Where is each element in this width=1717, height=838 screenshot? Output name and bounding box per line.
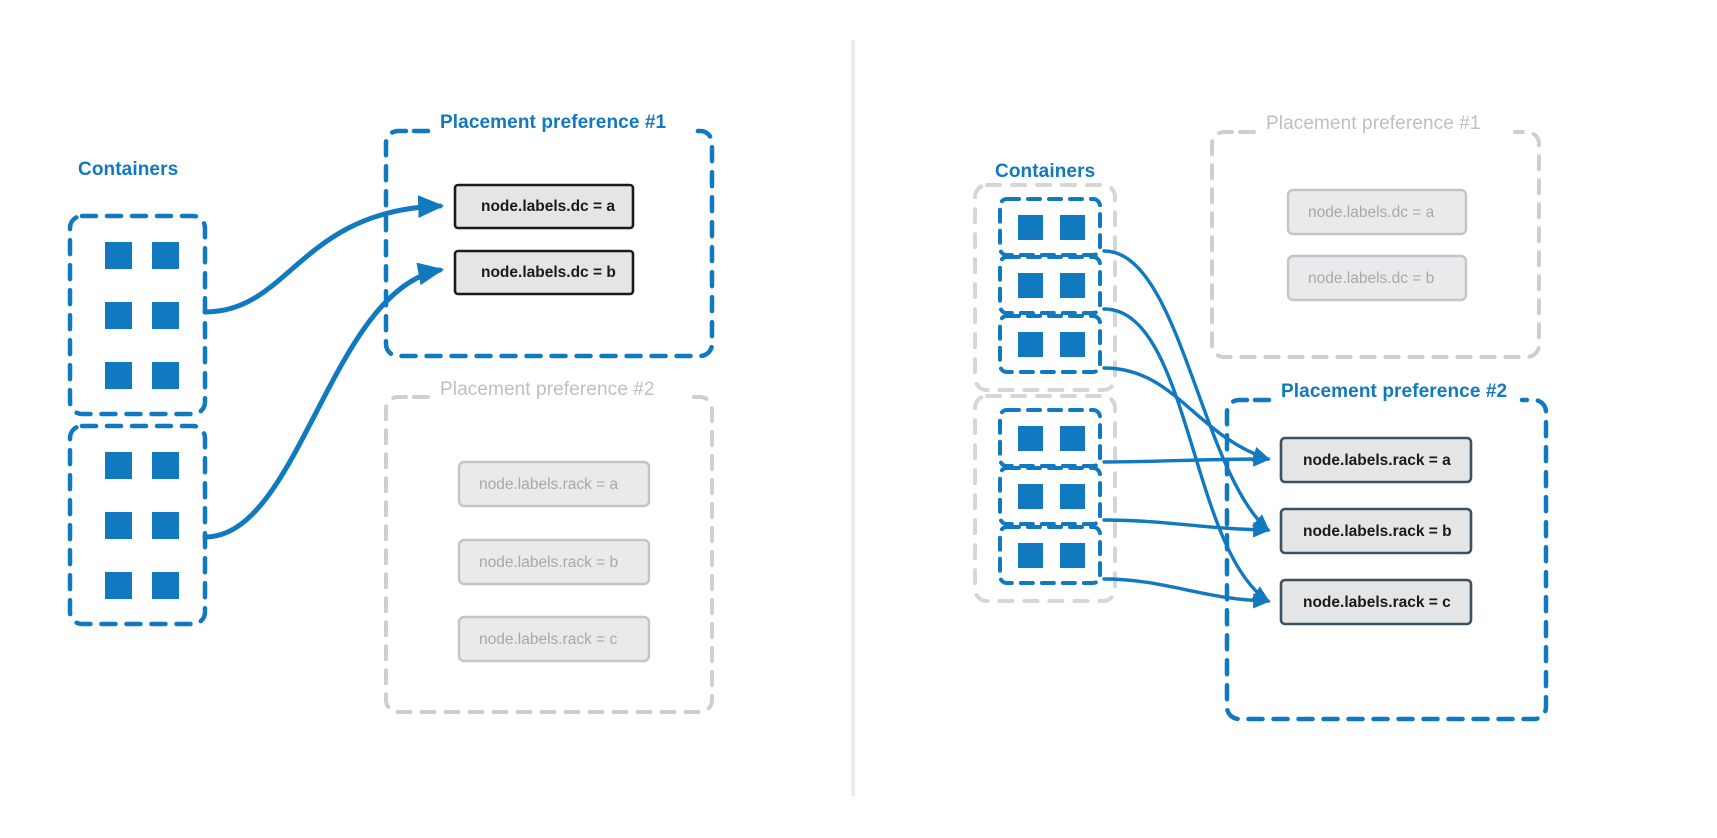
- right-chip-dc-a-label: node.labels.dc = a: [1308, 204, 1435, 221]
- right-preference-2-frame: [1224, 397, 1549, 722]
- left-preference-2-frame: [384, 395, 714, 714]
- left-chip-rack-b-label: node.labels.rack = b: [479, 554, 619, 571]
- right-arrow-g2s1-to-rack-a: [1102, 451, 1271, 467]
- left-preference-1-title: Placement preference #1: [440, 112, 667, 133]
- left-chip-dc-a[interactable]: [453, 183, 635, 230]
- right-subgroup-1-2: [998, 255, 1102, 315]
- left-container-group-1: [67, 213, 208, 417]
- left-containers-label: Containers: [78, 159, 179, 180]
- right-chip-rack-b[interactable]: [1279, 507, 1473, 555]
- left-chip-dc-b-label: node.labels.dc = b: [481, 264, 616, 281]
- right-subgroup-2-3: [998, 525, 1102, 585]
- right-preference-1-title: Placement preference #1: [1266, 113, 1481, 134]
- left-chip-rack-a[interactable]: [457, 460, 651, 508]
- right-container-group-2: [973, 394, 1117, 603]
- left-preference-1-frame: [383, 128, 715, 359]
- right-group-1-subgroups: [998, 197, 1102, 374]
- left-container-group-2: [67, 423, 208, 627]
- right-chip-dc-b-label: node.labels.dc = b: [1308, 270, 1435, 287]
- right-arrow-g1s1-to-rack-b: [1102, 249, 1271, 532]
- right-chip-rack-a-label: node.labels.rack = a: [1303, 452, 1451, 469]
- right-containers-label: Containers: [995, 161, 1096, 182]
- right-arrow-g1s2-to-rack-c: [1102, 307, 1271, 603]
- left-chip-rack-c-label: node.labels.rack = c: [479, 631, 618, 648]
- right-chip-dc-a[interactable]: [1286, 188, 1468, 236]
- right-arrow-g2s3-to-rack-c: [1102, 577, 1271, 609]
- right-chip-rack-c[interactable]: [1279, 578, 1473, 626]
- left-chip-rack-b[interactable]: [457, 538, 651, 586]
- right-preference-1-frame: [1210, 130, 1541, 359]
- left-chip-rack-c[interactable]: [457, 615, 651, 663]
- right-preference-2-title: Placement preference #2: [1281, 381, 1508, 402]
- left-chip-dc-b[interactable]: [453, 249, 635, 296]
- right-arrow-g2s2-to-rack-b: [1102, 518, 1271, 538]
- right-chip-rack-a[interactable]: [1279, 436, 1473, 484]
- left-arrow-group1-to-dc-a: [202, 195, 445, 315]
- right-chip-rack-c-label: node.labels.rack = c: [1303, 594, 1451, 611]
- left-chip-rack-a-label: node.labels.rack = a: [479, 476, 619, 493]
- right-group-2-subgroups: [998, 408, 1102, 585]
- left-arrow-group2-to-dc-b: [202, 262, 445, 540]
- right-chip-dc-b[interactable]: [1286, 254, 1468, 302]
- left-group-1-squares: [105, 242, 179, 389]
- right-arrow-g1s3-to-rack-a: [1102, 366, 1271, 462]
- left-chip-dc-a-label: node.labels.dc = a: [481, 198, 615, 215]
- right-container-group-1: [973, 183, 1117, 392]
- right-chip-rack-b-label: node.labels.rack = b: [1303, 523, 1452, 540]
- left-group-2-squares: [105, 452, 179, 599]
- left-preference-2-title: Placement preference #2: [440, 379, 655, 400]
- right-subgroup-2-2: [998, 466, 1102, 526]
- right-subgroup-1-3: [998, 314, 1102, 374]
